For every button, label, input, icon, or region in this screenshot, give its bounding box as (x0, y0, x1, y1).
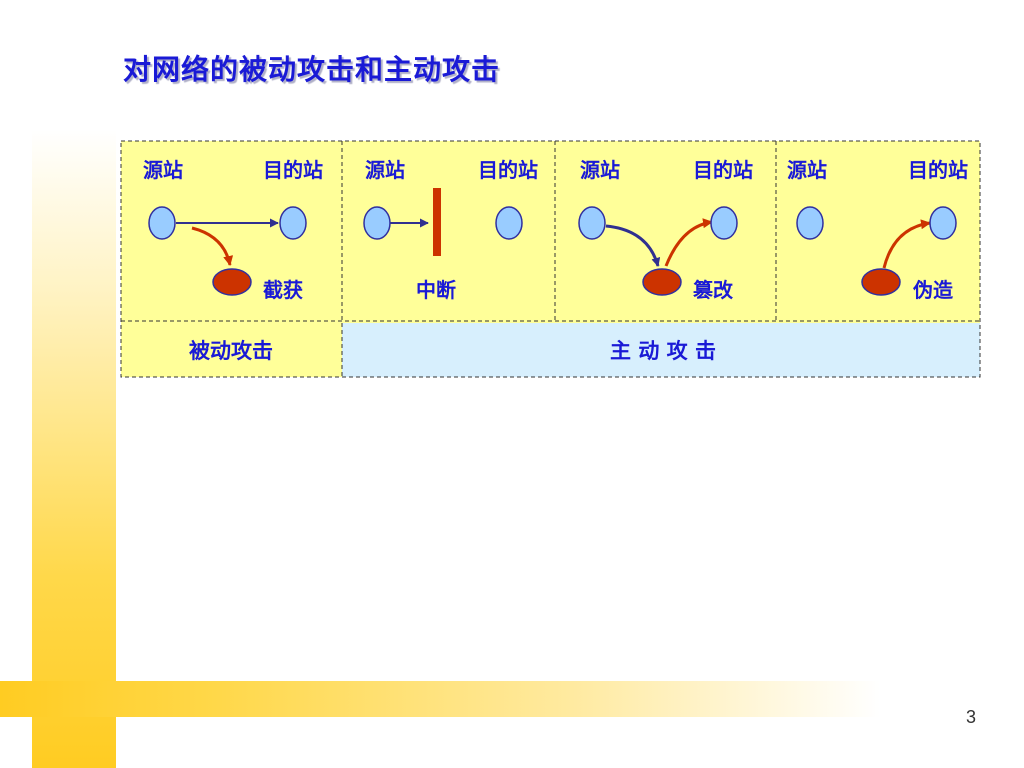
panel-interruption: 源站 目的站 中断 (363, 158, 538, 302)
attack-label: 中断 (416, 278, 456, 302)
destination-label: 目的站 (478, 158, 538, 182)
fabricate-arrow (882, 219, 931, 269)
destination-node (710, 206, 738, 240)
interruption-bar (433, 188, 441, 256)
attacker-node (642, 268, 682, 296)
panel-modification: 源站 目的站 篡改 (578, 158, 753, 302)
active-band (342, 323, 980, 377)
attacker-node (861, 268, 901, 296)
destination-node (495, 206, 523, 240)
panel-borders (120, 140, 981, 378)
source-label: 源站 (787, 158, 827, 182)
intercept-arrow (191, 226, 234, 266)
destination-node (279, 206, 307, 240)
source-node (796, 206, 824, 240)
page-number: 3 (966, 707, 977, 727)
destination-label: 目的站 (908, 158, 968, 182)
panels-background (121, 141, 980, 323)
modify-out-arrow (664, 218, 713, 267)
destination-label: 目的站 (693, 158, 753, 182)
decorative-horizontal-bar (0, 681, 880, 717)
source-label: 源站 (365, 158, 405, 182)
attack-label: 篡改 (693, 278, 734, 302)
active-attack-label: 主 动 攻 击 (610, 339, 716, 363)
passive-band (121, 323, 342, 377)
source-label: 源站 (143, 158, 183, 182)
passive-attack-label: 被动攻击 (189, 339, 273, 363)
source-node (148, 206, 176, 240)
panel-fabrication: 源站 目的站 伪造 (787, 158, 968, 302)
destination-node (929, 206, 957, 240)
source-node (363, 206, 391, 240)
decorative-vertical-bar (32, 130, 116, 768)
source-node (578, 206, 606, 240)
modify-in-arrow (605, 224, 661, 267)
attack-label: 截获 (263, 278, 303, 302)
attack-label: 伪造 (912, 278, 954, 302)
panel-interception: 源站 目的站 截获 (143, 158, 323, 302)
slide-title: 对网络的被动攻击和主动攻击 (123, 53, 501, 86)
source-label: 源站 (580, 158, 620, 182)
destination-label: 目的站 (263, 158, 323, 182)
attacker-node (212, 268, 252, 296)
